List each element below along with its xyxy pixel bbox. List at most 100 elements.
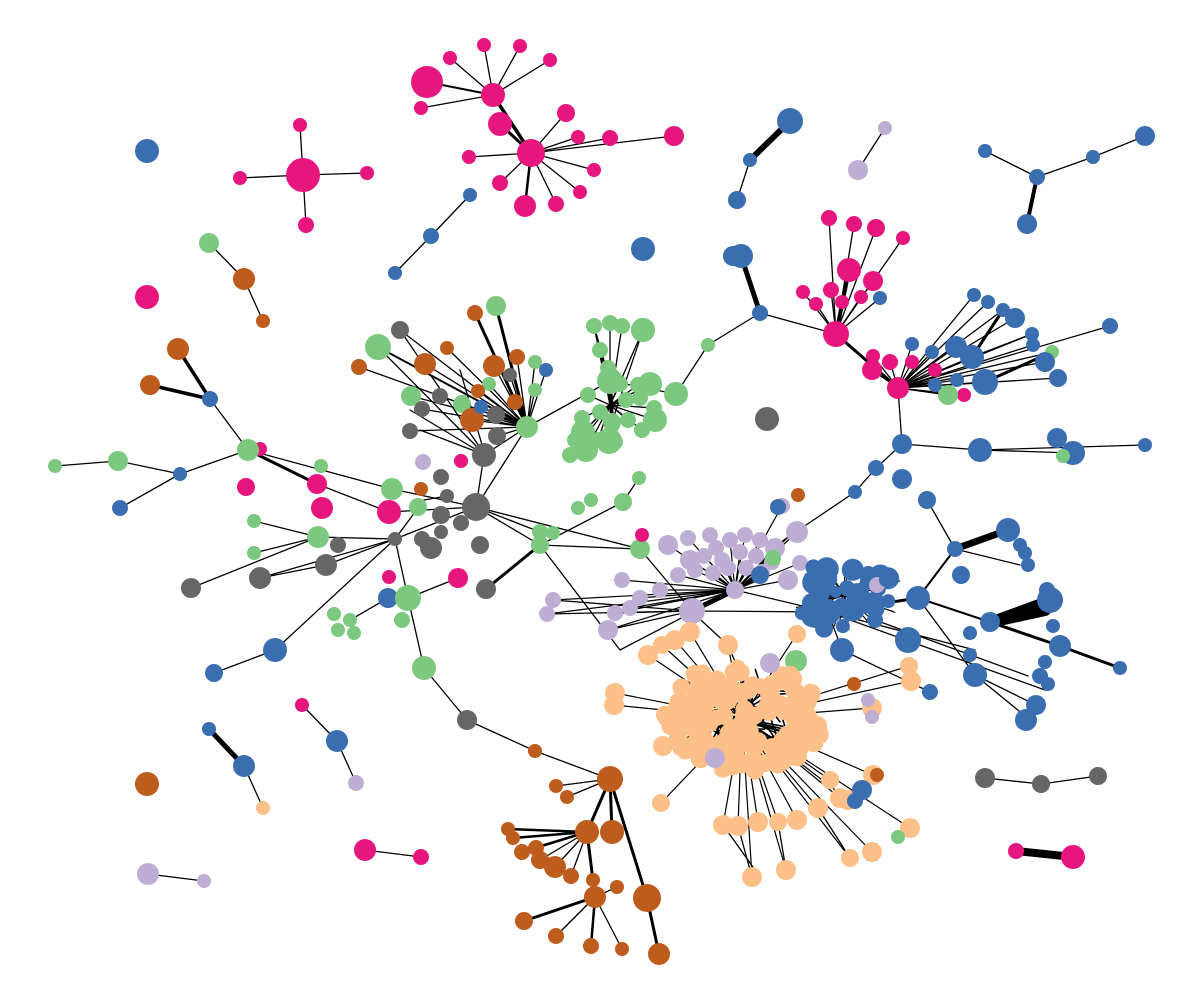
graph-node [823, 282, 839, 298]
graph-node [809, 716, 828, 735]
graph-node [635, 528, 649, 542]
graph-edge [897, 346, 957, 389]
graph-node [760, 653, 780, 673]
graph-node [1025, 327, 1039, 341]
graph-node [503, 368, 517, 382]
graph-edge [148, 383, 212, 401]
graph-node [861, 693, 875, 707]
graph-node [1086, 150, 1100, 164]
graph-node [327, 607, 341, 621]
graph-node [782, 665, 799, 682]
graph-node [584, 493, 598, 507]
graph-node [597, 368, 623, 394]
graph-node [1026, 695, 1046, 715]
graph-edge [526, 380, 611, 428]
graph-node [517, 139, 545, 167]
graph-node [632, 590, 648, 606]
graph-node [443, 51, 457, 65]
graph-edge [259, 564, 327, 579]
graph-node [467, 305, 483, 321]
graph-node [477, 38, 491, 52]
graph-nodes [48, 38, 1155, 965]
graph-edge [190, 536, 319, 589]
graph-node [705, 748, 725, 768]
graph-node [900, 818, 920, 838]
graph-node [247, 546, 261, 560]
graph-node [664, 126, 684, 146]
graph-node [748, 812, 768, 832]
graph-node [714, 690, 735, 711]
graph-node [571, 420, 595, 444]
graph-edge [621, 579, 736, 591]
graph-node [460, 408, 484, 432]
graph-node [866, 349, 880, 363]
graph-node [815, 599, 841, 625]
graph-node [896, 231, 910, 245]
graph-node [600, 820, 624, 844]
graph-node [887, 377, 909, 399]
graph-node [457, 710, 477, 730]
graph-node [957, 388, 971, 402]
graph-node [514, 844, 530, 860]
graph-node [841, 849, 859, 867]
graph-node [837, 258, 861, 282]
graph-node [135, 139, 159, 163]
graph-node [622, 600, 638, 616]
graph-edge [388, 506, 477, 513]
graph-node [202, 391, 218, 407]
graph-node [1021, 558, 1035, 572]
graph-node [563, 868, 579, 884]
graph-node [587, 163, 601, 177]
graph-node [752, 532, 768, 548]
graph-node [905, 355, 919, 369]
graph-node [755, 407, 779, 431]
graph-node [432, 388, 448, 404]
graph-edge [835, 227, 877, 335]
graph-node [596, 428, 622, 454]
graph-node [614, 493, 632, 511]
graph-node [765, 550, 781, 566]
graph-node [691, 721, 708, 738]
graph-node [718, 635, 738, 655]
graph-node [432, 506, 450, 524]
graph-edge [475, 426, 528, 508]
graph-node [752, 305, 768, 321]
graph-node [980, 612, 1000, 632]
graph-node [631, 318, 655, 342]
graph-node [682, 737, 703, 758]
graph-node [659, 536, 677, 554]
graph-node [472, 443, 496, 467]
graph-edge [522, 895, 597, 923]
graph-node [286, 158, 320, 192]
graph-node [516, 416, 538, 438]
graph-node [778, 725, 797, 744]
graph-node [528, 383, 542, 397]
graph-node [293, 118, 307, 132]
graph-edge [988, 620, 1062, 648]
graph-node [463, 188, 477, 202]
graph-node [646, 400, 662, 416]
graph-node [867, 612, 883, 628]
graph-node [652, 582, 668, 598]
graph-node [938, 385, 958, 405]
graph-node [414, 531, 430, 547]
graph-node [895, 627, 921, 653]
graph-edge [734, 505, 783, 591]
graph-node [631, 237, 655, 261]
graph-edge [394, 235, 432, 274]
graph-node [618, 392, 634, 408]
graph-node [648, 943, 670, 965]
graph-node [672, 678, 691, 697]
graph-node [975, 768, 995, 788]
graph-node [863, 271, 883, 291]
graph-node [377, 500, 401, 524]
graph-edge [1040, 775, 1099, 785]
graph-node [821, 771, 839, 789]
graph-node [882, 354, 898, 370]
graph-node [528, 744, 542, 758]
graph-node [638, 372, 662, 396]
graph-node [963, 648, 977, 662]
graph-node [602, 315, 618, 331]
graph-node [922, 684, 938, 700]
graph-node [388, 266, 402, 280]
